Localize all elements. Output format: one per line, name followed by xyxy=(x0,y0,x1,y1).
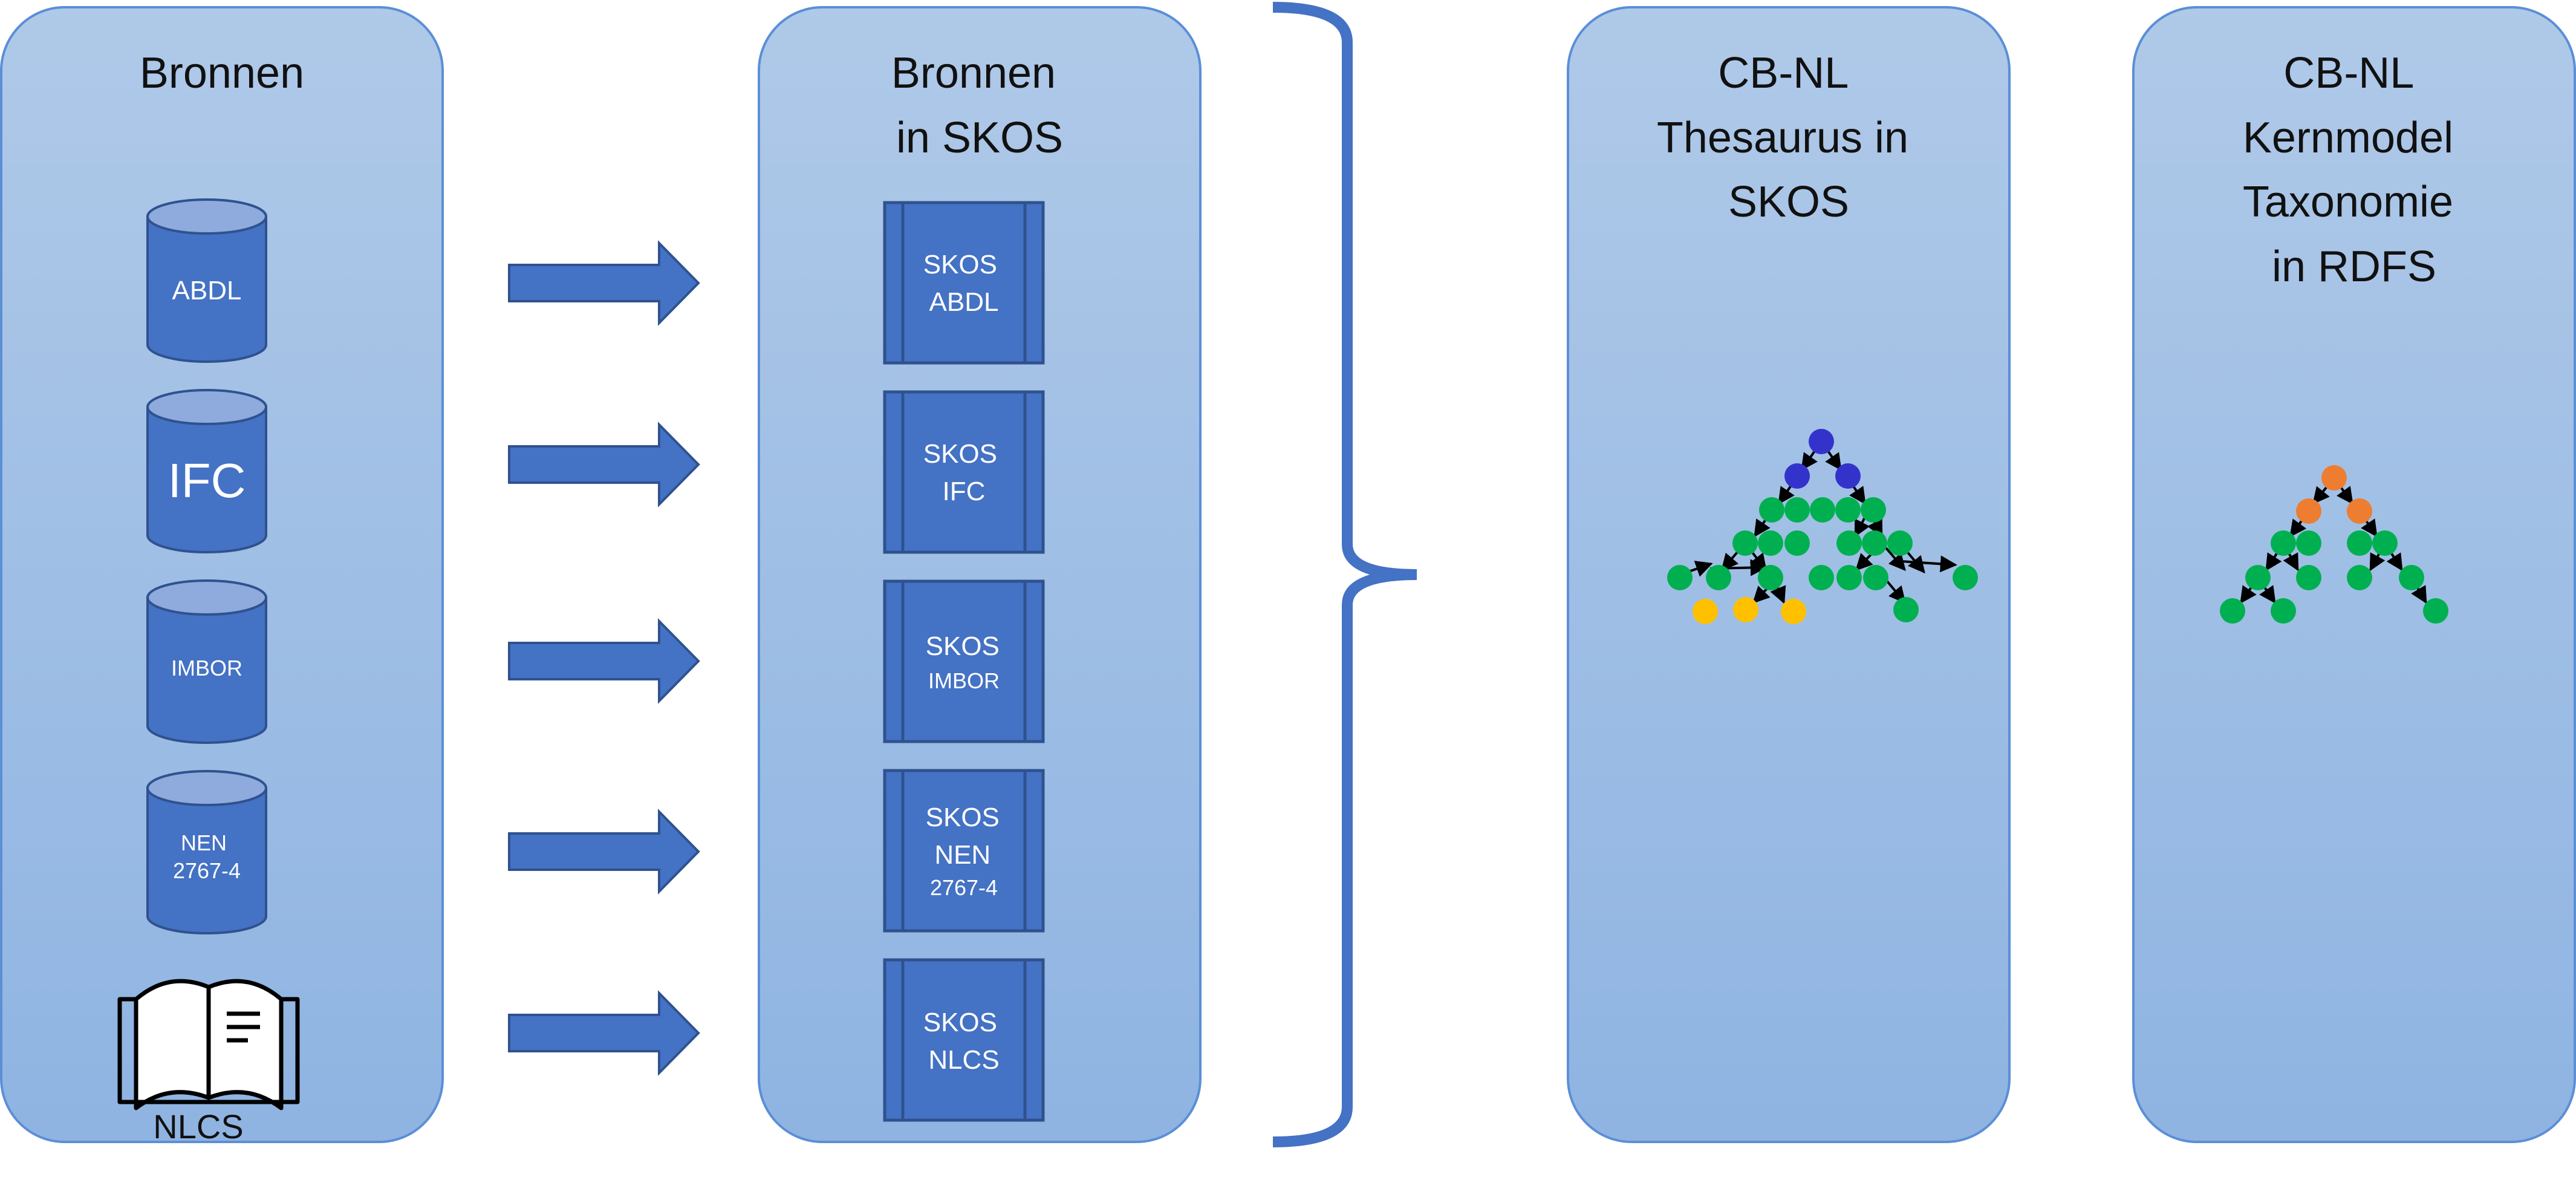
concept-node-icon xyxy=(1809,565,1834,590)
right-arrow-icon-ifc xyxy=(508,422,700,507)
abdl-source-label: ABDL xyxy=(172,276,242,305)
skos-nlcs-label: SKOS NLCS xyxy=(923,1008,1005,1075)
skos-nlcs-label-line-1: SKOS xyxy=(923,1008,997,1037)
concept-node-icon xyxy=(2399,565,2424,590)
concept-node-icon xyxy=(1667,565,1693,590)
skos-nen-label-line-3: 2767-4 xyxy=(930,875,998,900)
abdl-database-icon xyxy=(146,198,267,363)
nen-database-icon xyxy=(146,770,267,934)
thesaurus-graph xyxy=(1667,429,1978,624)
skos-imbor-label-line-2: IMBOR xyxy=(928,668,1000,693)
concept-node-icon xyxy=(1893,597,1919,622)
concept-node-icon xyxy=(1836,530,1862,556)
kernmodel-title-line-2: Kernmodel xyxy=(2243,114,2453,162)
concept-node-icon xyxy=(1759,497,1784,523)
concept-node-icon xyxy=(2245,565,2271,590)
skos-sources-panel-title: Bronnen in SKOS xyxy=(891,49,1068,162)
concept-node-icon xyxy=(1863,565,1888,590)
right-arrow-icon-nen xyxy=(508,809,700,895)
right-arrow-icon-abdl xyxy=(508,240,700,326)
concept-node-icon xyxy=(1835,463,1861,489)
graph-edge xyxy=(1686,561,1713,577)
concept-node-icon xyxy=(1732,530,1758,556)
ifc-database-icon xyxy=(146,389,267,553)
concept-node-icon xyxy=(1784,463,1810,489)
skos-nlcs-box xyxy=(883,958,1045,1122)
skos-abdl-box xyxy=(883,201,1045,365)
concept-node-icon xyxy=(2271,598,2296,624)
nen-source-label-line-2: 2767-4 xyxy=(173,858,241,883)
concept-node-icon xyxy=(1887,530,1913,556)
concept-node-icon xyxy=(1784,497,1810,523)
concept-node-icon xyxy=(2220,598,2245,624)
skos-abdl-label-line-1: SKOS xyxy=(923,250,997,279)
concept-node-icon xyxy=(1836,565,1862,590)
concept-node-icon xyxy=(1706,565,1731,590)
skos-sources-title-line-2: in SKOS xyxy=(896,114,1063,162)
nen-source-label: NEN 2767-4 xyxy=(173,830,241,883)
skos-abdl-label: SKOS ABDL xyxy=(923,250,1005,317)
concept-node-icon xyxy=(1693,599,1718,624)
skos-imbor-label: SKOS IMBOR xyxy=(926,631,1003,693)
thesaurus-title-line-2: Thesaurus in xyxy=(1657,114,1908,162)
graph-edge xyxy=(1901,555,1957,573)
concept-node-icon xyxy=(1835,497,1861,523)
thesaurus-title-line-1: CB-NL xyxy=(1718,49,1847,97)
skos-nlcs-label-line-2: NLCS xyxy=(928,1045,999,1075)
imbor-source-label: IMBOR xyxy=(171,656,242,680)
concept-node-icon xyxy=(2347,565,2372,590)
thesaurus-title-line-3: SKOS xyxy=(1728,178,1849,226)
skos-ifc-label-line-2: IFC xyxy=(943,477,986,506)
kernmodel-title-line-4: in RDFS xyxy=(2272,243,2436,291)
ifc-source-label: IFC xyxy=(168,454,246,507)
concept-node-icon xyxy=(2321,465,2347,491)
skos-ifc-label-line-1: SKOS xyxy=(923,439,997,469)
concept-node-icon xyxy=(2296,498,2321,524)
right-arrow-icon-nlcs xyxy=(508,990,700,1076)
skos-nen-box xyxy=(883,769,1045,933)
nen-source-label-line-1: NEN xyxy=(181,830,227,855)
skos-nen-label-line-2: NEN xyxy=(934,840,990,870)
concept-node-icon xyxy=(2296,565,2321,590)
kernmodel-title-line-3: Taxonomie xyxy=(2243,178,2453,226)
concept-node-icon xyxy=(1758,565,1783,590)
skos-nen-label: SKOS NEN 2767-4 xyxy=(926,803,1003,900)
concept-node-icon xyxy=(2271,530,2296,556)
kernmodel-panel-title: CB-NL Kernmodel Taxonomie in RDFS xyxy=(2243,49,2465,291)
concept-node-icon xyxy=(1953,565,1978,590)
nlcs-source-label: NLCS xyxy=(153,1107,243,1146)
concept-node-icon xyxy=(2423,598,2448,624)
right-arrow-icon-imbor xyxy=(508,618,700,704)
skos-nen-label-line-1: SKOS xyxy=(926,803,1000,832)
skos-ifc-box xyxy=(883,390,1045,554)
skos-abdl-label-line-2: ABDL xyxy=(929,287,999,317)
concept-node-icon xyxy=(1809,429,1834,454)
concept-node-icon xyxy=(1781,599,1806,624)
concept-node-icon xyxy=(1861,497,1886,523)
concept-node-icon xyxy=(2347,530,2372,556)
kernmodel-graph xyxy=(2220,465,2448,624)
skos-imbor-box xyxy=(883,579,1045,743)
skos-sources-title-line-1: Bronnen xyxy=(891,49,1056,97)
thesaurus-panel xyxy=(1567,6,2011,1143)
thesaurus-panel-title: CB-NL Thesaurus in SKOS xyxy=(1657,49,1921,226)
sources-panel-title: Bronnen xyxy=(140,49,304,97)
kernmodel-title-line-1: CB-NL xyxy=(2283,49,2413,97)
concept-node-icon xyxy=(1810,497,1835,523)
sources-panel xyxy=(0,6,444,1143)
concept-node-icon xyxy=(2372,530,2398,556)
skos-imbor-label-line-1: SKOS xyxy=(926,631,1000,661)
skos-ifc-label: SKOS IFC xyxy=(923,439,1005,506)
concept-node-icon xyxy=(1733,597,1758,622)
concept-node-icon xyxy=(1862,530,1887,556)
concept-node-icon xyxy=(2347,498,2372,524)
concept-node-icon xyxy=(1784,530,1810,556)
imbor-database-icon xyxy=(146,579,267,744)
book-icon xyxy=(117,979,300,1110)
skos-sources-panel xyxy=(758,6,1202,1143)
right-brace-icon xyxy=(1272,2,1417,1147)
concept-node-icon xyxy=(1758,530,1783,556)
concept-node-icon xyxy=(2296,530,2321,556)
